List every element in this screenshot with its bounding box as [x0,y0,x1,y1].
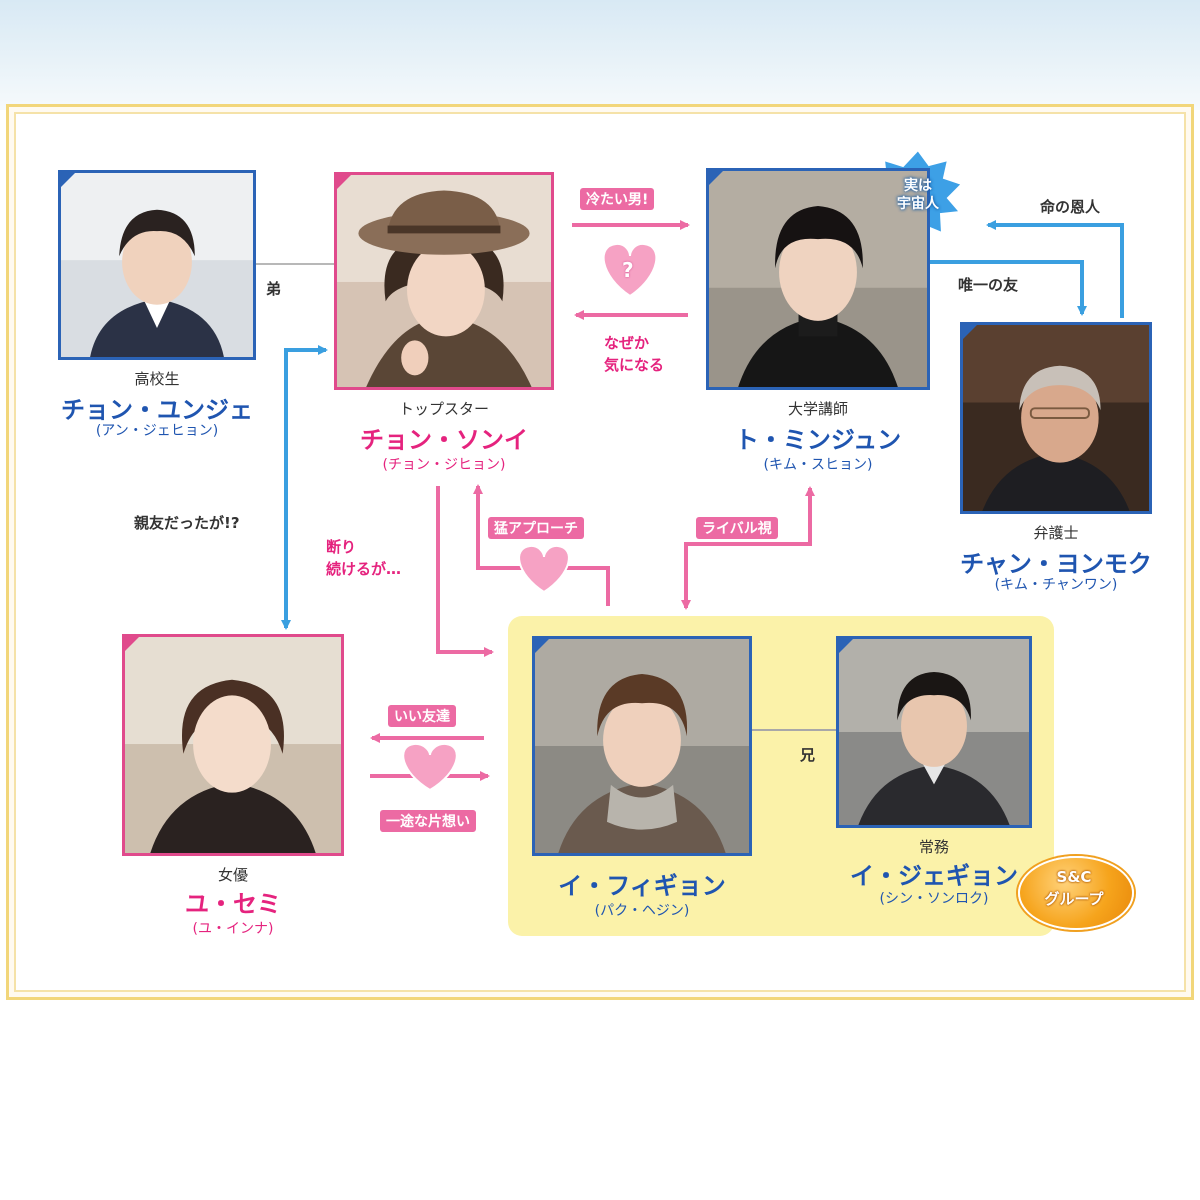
name-yongmok: チャン・ヨンモク [960,550,1152,578]
question-mark: ? [622,258,634,282]
actor-minjun: (キム・スヒョン) [763,457,873,473]
role-jaegyeong: 常務 [918,838,949,856]
blank-area [0,1005,1200,1200]
actor-songyi: (チョン・ジヒョン) [382,457,506,473]
name-eunjae: チョン・ユンジェ [61,396,253,424]
actor-jaegyeong: (シン・ソンロク) [879,891,989,907]
sc-group-line2: グループ [1044,890,1104,908]
actor-eunjae: (アン・ジェヒョン) [95,423,219,439]
label-older-brother: 兄 [800,746,816,764]
name-jaegyeong: イ・ジェギョン [850,862,1018,890]
photo-semi [122,634,344,856]
alien-line2: 宇宙人 [897,196,939,212]
label-one-sided-love: 一途な片想い [380,810,476,832]
photo-yongmok [960,322,1152,514]
label-refusing-2: 続けるが… [326,560,402,578]
photo-jaegyeong [836,636,1032,828]
label-somehow-1: なぜか [604,334,650,352]
name-huigyeong: イ・フィギョン [558,872,726,900]
label-rival: ライバル視 [696,517,778,539]
label-younger-brother: 弟 [266,280,282,298]
label-somehow-2: 気になる [604,356,665,374]
name-semi: ユ・セミ [185,890,281,918]
actor-yongmok: (キム・チャンワン) [994,577,1118,593]
role-semi: 女優 [217,866,248,884]
photo-songyi [334,172,554,390]
photo-huigyeong [532,636,752,856]
name-songyi: チョン・ソンイ [360,426,528,454]
label-best-friends: 親友だったが!? [134,514,240,532]
actor-semi: (ユ・インナ) [192,921,274,937]
actor-huigyeong: (パク・ヘジン) [594,903,690,919]
sc-group-text: S&C グループ [1018,866,1130,910]
alien-line1: 実は [904,178,932,194]
top-background-band [0,0,1200,110]
role-minjun: 大学講師 [787,400,848,418]
role-songyi: トップスター [398,400,489,418]
sc-group-line1: S&C [1056,868,1092,886]
label-refusing-1: 断り [326,538,357,556]
label-only-friend: 唯一の友 [958,276,1019,294]
label-aggressive-approach: 猛アプローチ [488,517,584,539]
sc-group-badge [1018,856,1134,930]
label-good-friend: いい友達 [388,705,456,727]
role-yongmok: 弁護士 [1033,524,1079,542]
label-cold-man: 冷たい男! [580,188,655,210]
role-eunjae: 高校生 [134,370,180,388]
photo-eunjae [58,170,256,360]
name-minjun: ト・ミンジュン [734,426,902,454]
photo-minjun [706,168,930,390]
label-savior: 命の恩人 [1040,198,1101,216]
